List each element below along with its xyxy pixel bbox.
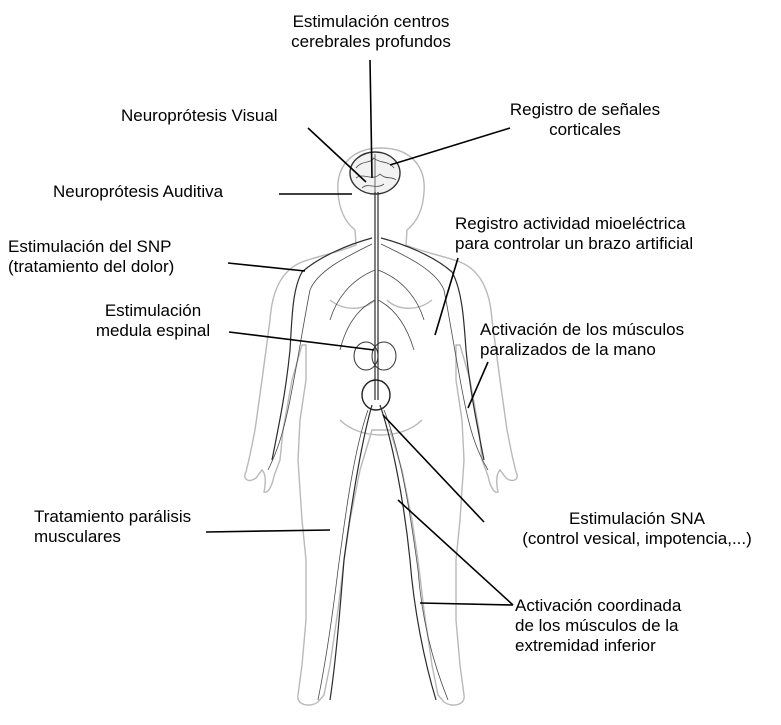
label-hand-muscle-activation: Activación de los músculos paralizados d… xyxy=(480,320,684,360)
label-muscle-paralysis-treatment: Tratamiento parálisis musculares xyxy=(34,507,191,547)
pointer-lines xyxy=(206,60,513,605)
label-visual-neuroprosthesis: Neuroprótesis Visual xyxy=(121,106,278,126)
label-lower-limb-activation: Activación coordinada de los músculos de… xyxy=(515,596,681,656)
pointer-visual xyxy=(308,128,366,182)
label-sna-stimulation: Estimulación SNA (control vesical, impot… xyxy=(492,509,781,549)
label-snp-stimulation: Estimulación del SNP (tratamiento del do… xyxy=(8,237,174,277)
pointer-paralysis xyxy=(206,530,330,532)
label-cortical-recording: Registro de señales corticales xyxy=(500,100,670,140)
pointer-cortical xyxy=(390,128,510,165)
pointer-myoelectric xyxy=(435,258,458,335)
label-deep-brain-stimulation: Estimulación centros cerebrales profundo… xyxy=(246,12,496,52)
pointer-lower-limb-2 xyxy=(420,603,513,605)
pointer-sna xyxy=(383,415,484,522)
label-auditory-neuroprosthesis: Neuroprótesis Auditiva xyxy=(53,182,223,202)
label-spinal-cord-stimulation: Estimulación medula espinal xyxy=(72,301,234,341)
label-myoelectric-recording: Registro actividad mioeléctrica para con… xyxy=(455,214,693,254)
